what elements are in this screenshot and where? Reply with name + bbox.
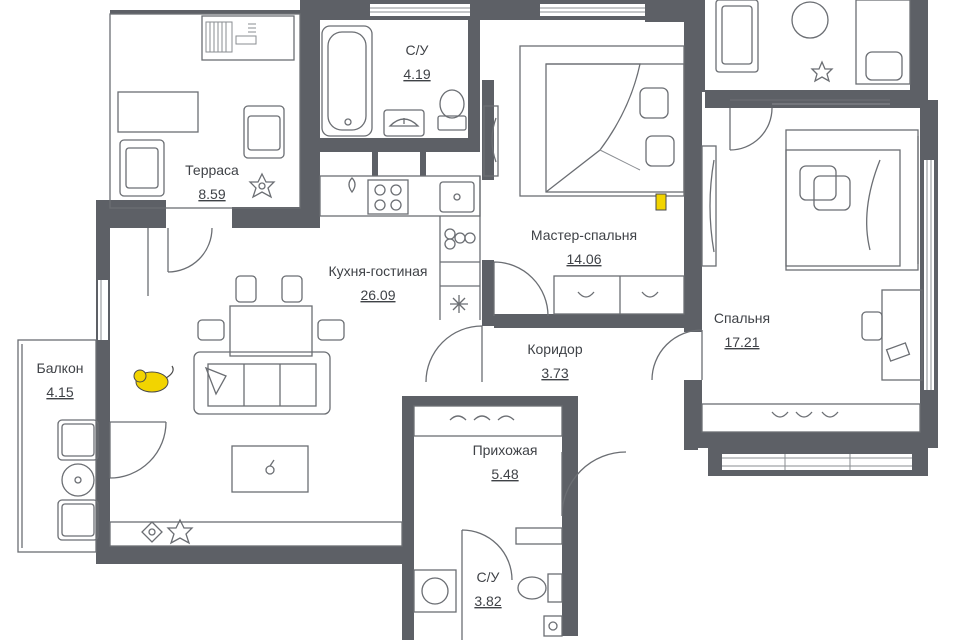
sink-icon	[543, 615, 563, 637]
dining-table-icon	[197, 275, 345, 357]
sink-icon	[439, 181, 475, 213]
room-label-bath1: С/У 4.19	[403, 42, 430, 82]
room-name: Коридор	[527, 341, 583, 357]
upper-right-furniture	[715, 0, 911, 151]
room-area: 4.19	[403, 66, 430, 82]
sofa-icon	[193, 351, 331, 415]
terrace-furniture	[109, 13, 301, 209]
master-bedroom-furniture	[483, 45, 685, 317]
armchair-icon	[57, 419, 99, 461]
room-label-terrace: Терраса 8.59	[185, 162, 239, 202]
bath2-fixtures	[413, 569, 563, 637]
room-area: 14.06	[566, 251, 601, 267]
wardrobe-icon	[483, 105, 499, 177]
room-label-corridor: Коридор 3.73	[527, 341, 583, 381]
wardrobe-icon	[413, 405, 563, 437]
flame-icon	[348, 177, 356, 194]
plant-icon	[810, 60, 834, 83]
wardrobe-icon	[701, 145, 717, 267]
room-name: Терраса	[185, 162, 239, 178]
room-area: 3.82	[474, 593, 501, 609]
washing-machine-icon	[413, 569, 457, 613]
room-name: Прихожая	[473, 442, 538, 458]
sink-icon	[383, 109, 425, 137]
desk-icon	[861, 289, 923, 381]
room-name: Мастер-спальня	[531, 227, 637, 243]
room-area: 3.73	[541, 365, 568, 381]
snowflake-icon	[450, 295, 468, 313]
room-label-master: Мастер-спальня 14.06	[531, 227, 637, 267]
grill-icon	[205, 21, 257, 53]
room-name: С/У	[477, 569, 500, 585]
room-area: 8.59	[198, 186, 225, 202]
bedroom-furniture	[651, 129, 923, 433]
round-table-icon	[61, 463, 95, 497]
plant-icon	[248, 172, 276, 199]
living-furniture	[109, 227, 403, 547]
plant-icon	[141, 521, 163, 543]
room-area: 5.48	[491, 466, 518, 482]
armchair-icon	[57, 499, 99, 541]
bed-icon	[519, 45, 685, 197]
toilet-icon	[517, 573, 563, 603]
toilet-icon	[437, 89, 467, 131]
room-label-balcony: Балкон 4.15	[37, 360, 84, 400]
room-label-kitchen: Кухня-гостиная 26.09	[328, 263, 427, 303]
plant-icon	[166, 518, 194, 545]
room-name: Спальня	[714, 310, 770, 326]
bed-icon	[785, 129, 919, 271]
room-area: 17.21	[724, 334, 759, 350]
nightstand-icon	[655, 193, 667, 211]
room-label-bedroom: Спальня 17.21	[714, 310, 770, 350]
room-name: Балкон	[37, 360, 84, 376]
bath1-fixtures	[321, 25, 467, 137]
armchair-icon	[243, 105, 285, 159]
wardrobe-icon	[701, 403, 921, 433]
kitchen-counters	[319, 175, 481, 320]
balcony-furniture	[17, 339, 99, 553]
wardrobe-icon	[553, 275, 685, 315]
room-label-hall: Прихожая 5.48	[473, 442, 538, 482]
room-label-bath2: С/У 3.82	[474, 569, 501, 609]
room-name: С/У	[406, 42, 429, 58]
cat-icon	[133, 365, 174, 393]
corridor-fixtures	[413, 325, 627, 640]
dishes-icon	[444, 228, 476, 250]
room-name: Кухня-гостиная	[328, 263, 427, 279]
armchair-icon	[119, 139, 165, 197]
room-area: 26.09	[360, 287, 395, 303]
room-area: 4.15	[46, 384, 73, 400]
windows	[98, 4, 934, 470]
coffee-table-icon	[231, 445, 309, 493]
bathtub-icon	[321, 25, 373, 137]
stove-icon	[367, 179, 409, 215]
